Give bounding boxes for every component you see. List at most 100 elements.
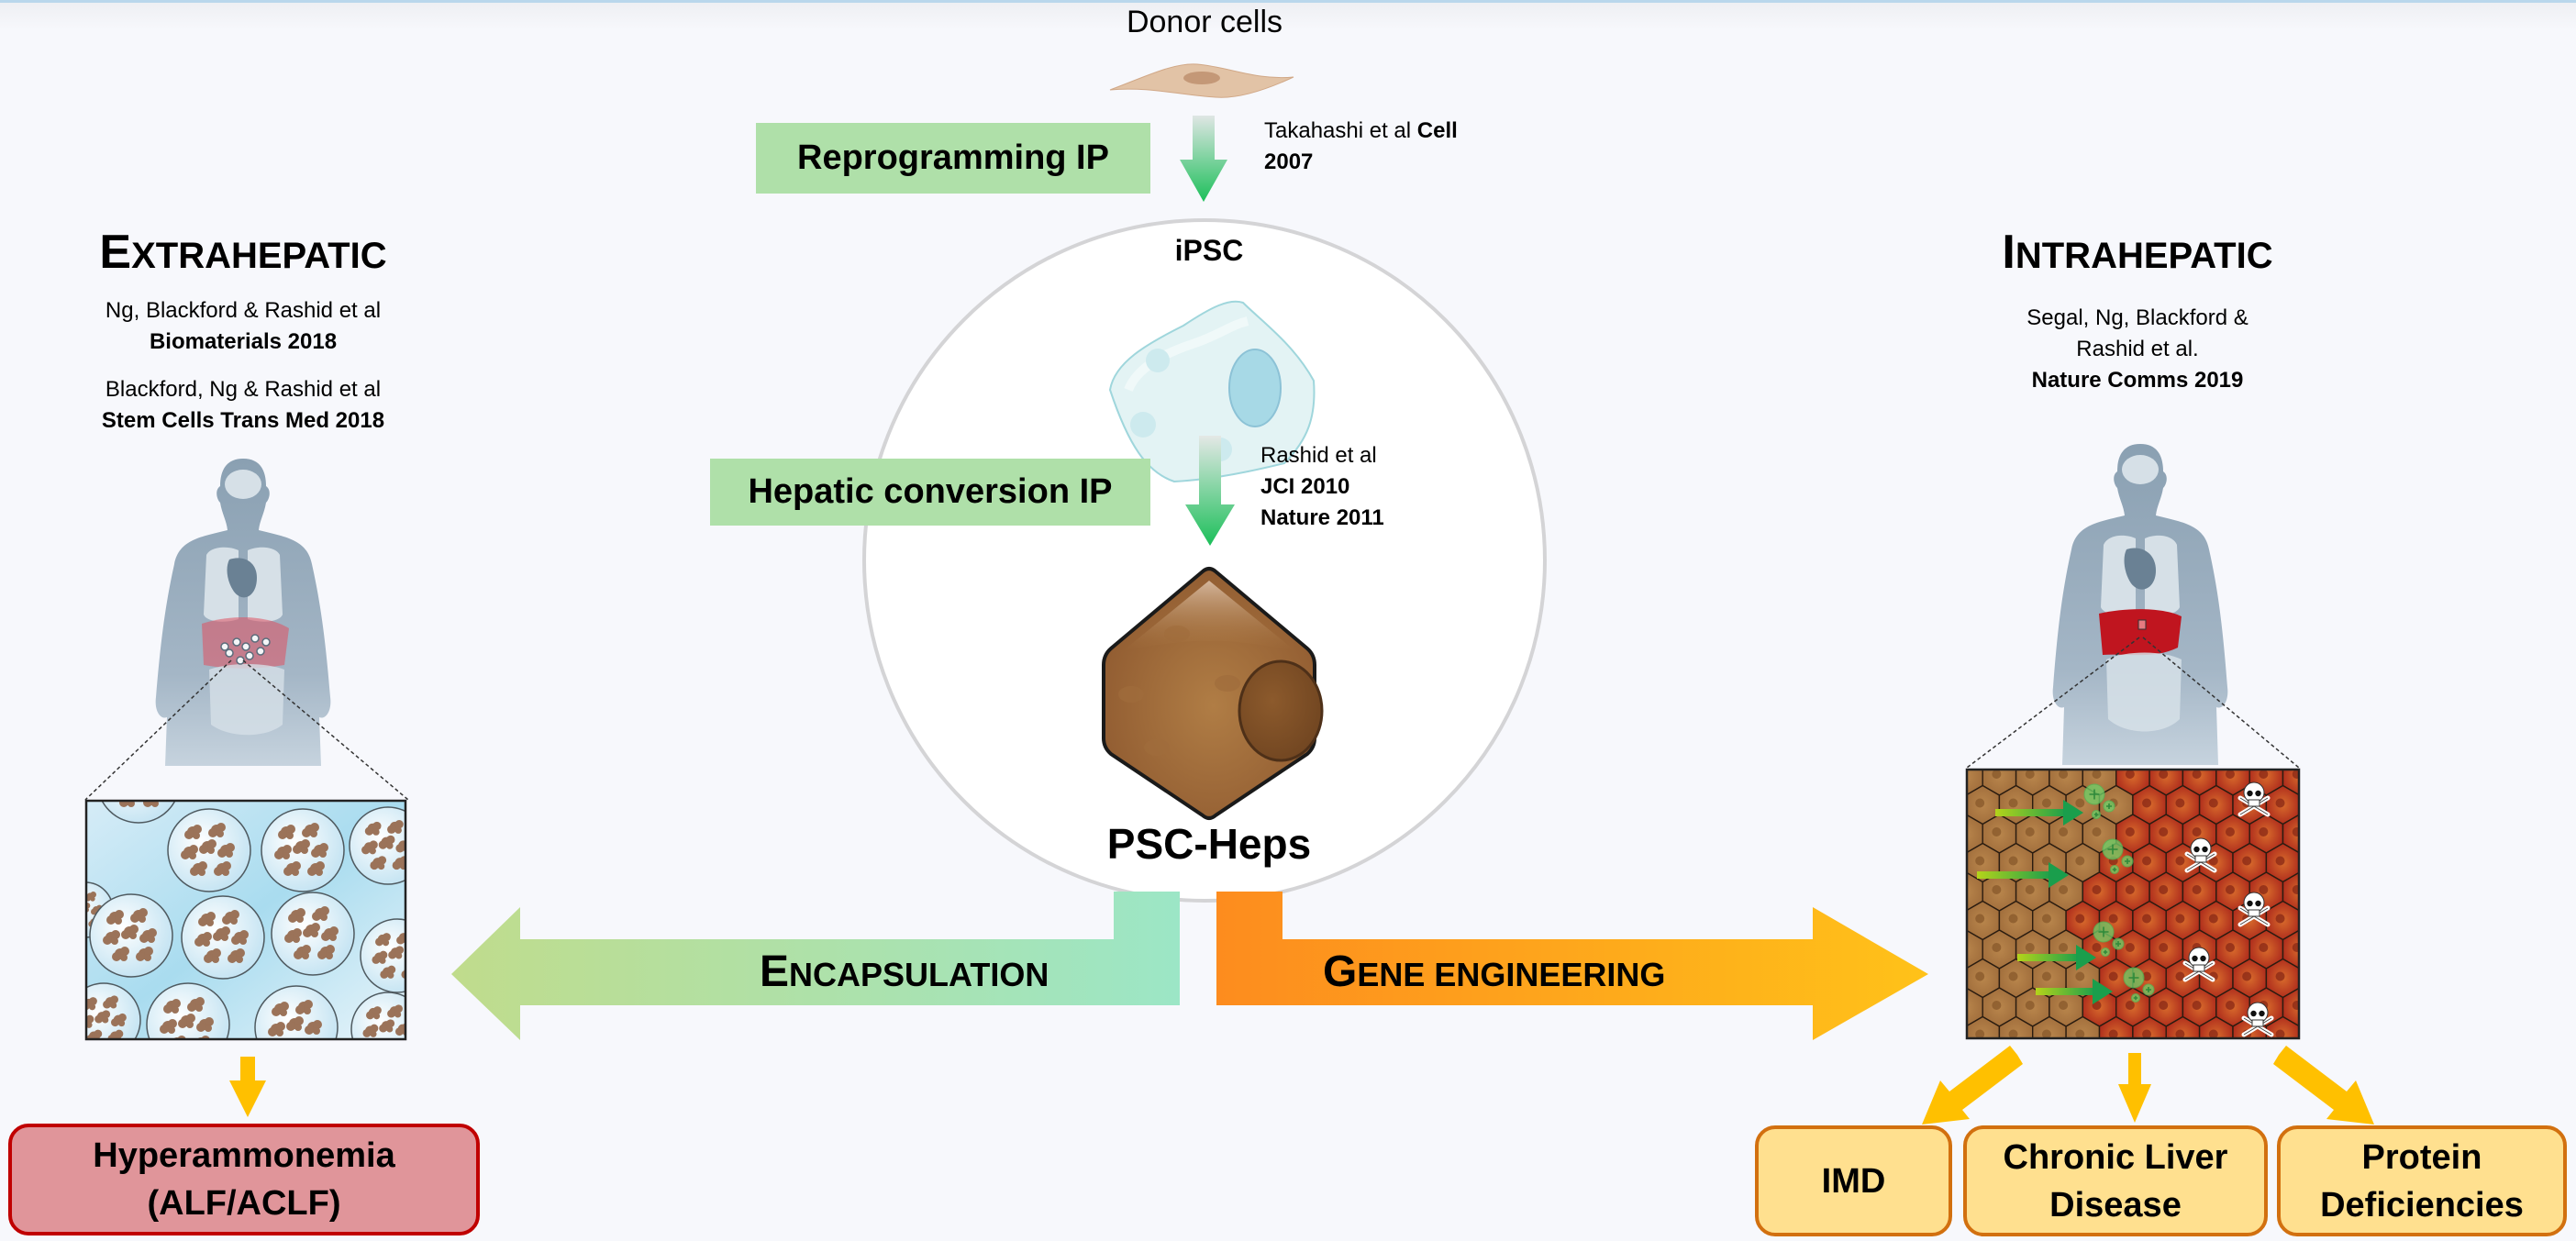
cell-cluster: [160, 1019, 177, 1034]
arrow-down-hepatic-icon: [1185, 436, 1235, 546]
arrow-to-imd-icon: [1922, 1046, 2023, 1125]
skull-crossbones-icon: [2237, 892, 2271, 927]
cell-cluster: [272, 1002, 289, 1016]
cell-cluster: [66, 906, 78, 916]
cell-cluster: [305, 1020, 322, 1035]
citation-nature: Nature 2011: [1260, 505, 1384, 530]
donor-cell-icon: [1109, 63, 1294, 98]
liver-tissue-image: [1965, 768, 2301, 1040]
healthy-hepatocyte: [1966, 968, 1967, 989]
cell-cluster: [103, 995, 118, 1009]
psc-hep-cell-icon: [1102, 567, 1324, 820]
human-body-extrahepatic-icon: [155, 459, 331, 766]
corrected-cell-plus-icon: [2123, 967, 2155, 1003]
cell-cluster: [181, 845, 198, 859]
cell-cluster: [364, 821, 382, 836]
cell-cluster: [228, 948, 245, 963]
cell-cluster: [112, 947, 129, 961]
cell-cluster: [163, 999, 181, 1014]
damaged-hepatocyte: [2300, 728, 2333, 767]
healthy-hepatocyte: [1915, 814, 1949, 853]
cell-cluster: [388, 946, 405, 959]
ipsc-cell-icon: [1108, 300, 1316, 483]
hepatic-citation: Rashid et al JCI 2010 Nature 2011: [1260, 440, 1384, 534]
cell-cluster: [302, 823, 319, 837]
citation-authors-line1: Segal, Ng, Blackford &: [2026, 305, 2248, 330]
deficiencies-label: Deficiencies: [2320, 1185, 2524, 1224]
cell-cluster: [217, 843, 235, 858]
cell-cluster: [317, 945, 335, 959]
encapsulation-arrow: [451, 892, 1180, 1040]
cell-cluster: [130, 908, 148, 923]
cell-cluster: [375, 933, 391, 947]
arrow-down-hyperammonemia-icon: [229, 1057, 266, 1117]
cell-cluster: [184, 825, 202, 839]
healthy-hepatocyte: [2032, 1015, 2067, 1039]
cell-cluster: [121, 925, 139, 939]
top-border: [0, 0, 2576, 3]
cell-cluster: [187, 997, 205, 1012]
reprogramming-citation: Takahashi et al Cell 2007: [1264, 116, 1458, 178]
cell-cluster: [405, 954, 406, 962]
cell-cluster: [199, 839, 217, 854]
damaged-hepatocyte: [2299, 968, 2300, 989]
cell-cluster: [103, 930, 120, 945]
citation1-authors: Ng, Blackford & Rashid et al: [105, 298, 382, 323]
citation-jci: JCI 2010: [1260, 474, 1350, 499]
cell-cluster: [361, 840, 378, 855]
cell-cluster: [111, 1013, 127, 1027]
hyperammonemia-box: Hyperammonemia (ALF/ACLF): [8, 1124, 480, 1235]
cell-cluster: [387, 1004, 403, 1018]
damaged-hepatocyte: [2299, 852, 2300, 873]
cell-cluster: [106, 910, 124, 925]
cell-cluster: [400, 1038, 406, 1040]
skull-crossbones-icon: [2237, 781, 2271, 817]
cell-cluster: [214, 861, 231, 876]
damaged-hepatocyte: [2132, 1015, 2167, 1039]
cell-cluster: [311, 843, 328, 858]
reprogramming-ip-label: Reprogramming IP: [797, 139, 1109, 177]
damaged-hepatocyte: [2265, 1015, 2300, 1039]
cell-cluster: [310, 1038, 317, 1040]
cell-cluster: [294, 945, 311, 959]
intrahepatic-title: INTRAHEPATIC: [2002, 226, 2273, 279]
damaged-hepatocyte: [2166, 1075, 2199, 1114]
damaged-hepatocyte: [2299, 1025, 2300, 1039]
cell-cluster: [366, 1006, 382, 1020]
cell-cluster: [286, 1016, 304, 1031]
healthy-hepatocyte: [2033, 1075, 2066, 1114]
healthy-hepatocyte: [1933, 728, 1966, 767]
cell-cluster: [295, 1000, 313, 1014]
cell-cluster: [231, 930, 249, 945]
healthy-hepatocyte: [2082, 1046, 2115, 1084]
cell-cluster: [288, 908, 305, 923]
cell-cluster: [278, 825, 295, 839]
encapsulated-cells-image: [84, 799, 407, 1041]
skull-crossbones-icon: [2182, 947, 2215, 982]
cell-cluster: [196, 1017, 214, 1032]
healthy-hepatocyte: [2065, 1015, 2101, 1039]
cell-cluster: [286, 1038, 294, 1040]
cell-cluster: [204, 948, 221, 963]
healthy-hepatocyte: [2049, 1046, 2082, 1084]
citation-year: 2007: [1264, 150, 1314, 174]
cell-cluster: [268, 1022, 285, 1036]
damaged-hepatocyte: [2149, 1046, 2182, 1084]
cell-cluster: [370, 856, 387, 870]
healthy-hepatocyte: [1966, 1025, 1967, 1039]
imd-box: IMD: [1755, 1125, 1952, 1236]
cell-cluster: [274, 845, 292, 859]
damaged-hepatocyte: [2098, 1015, 2134, 1039]
damaged-hepatocyte: [2198, 1015, 2234, 1039]
alf-aclf-label: (ALF/ACLF): [147, 1184, 341, 1223]
citation-authors: Rashid et al: [1260, 443, 1377, 468]
donor-cells-label: Donor cells: [1126, 5, 1283, 39]
disease-label: Disease: [2049, 1185, 2182, 1224]
cell-cluster: [72, 917, 84, 927]
cell-cluster: [284, 928, 302, 943]
top-shadow: [0, 3, 2576, 30]
corrected-cell-plus-icon: [2093, 921, 2125, 957]
reprogramming-ip-box: Reprogramming IP: [756, 123, 1150, 194]
cell-cluster: [198, 912, 216, 926]
citation-journal: Cell: [1416, 118, 1458, 143]
